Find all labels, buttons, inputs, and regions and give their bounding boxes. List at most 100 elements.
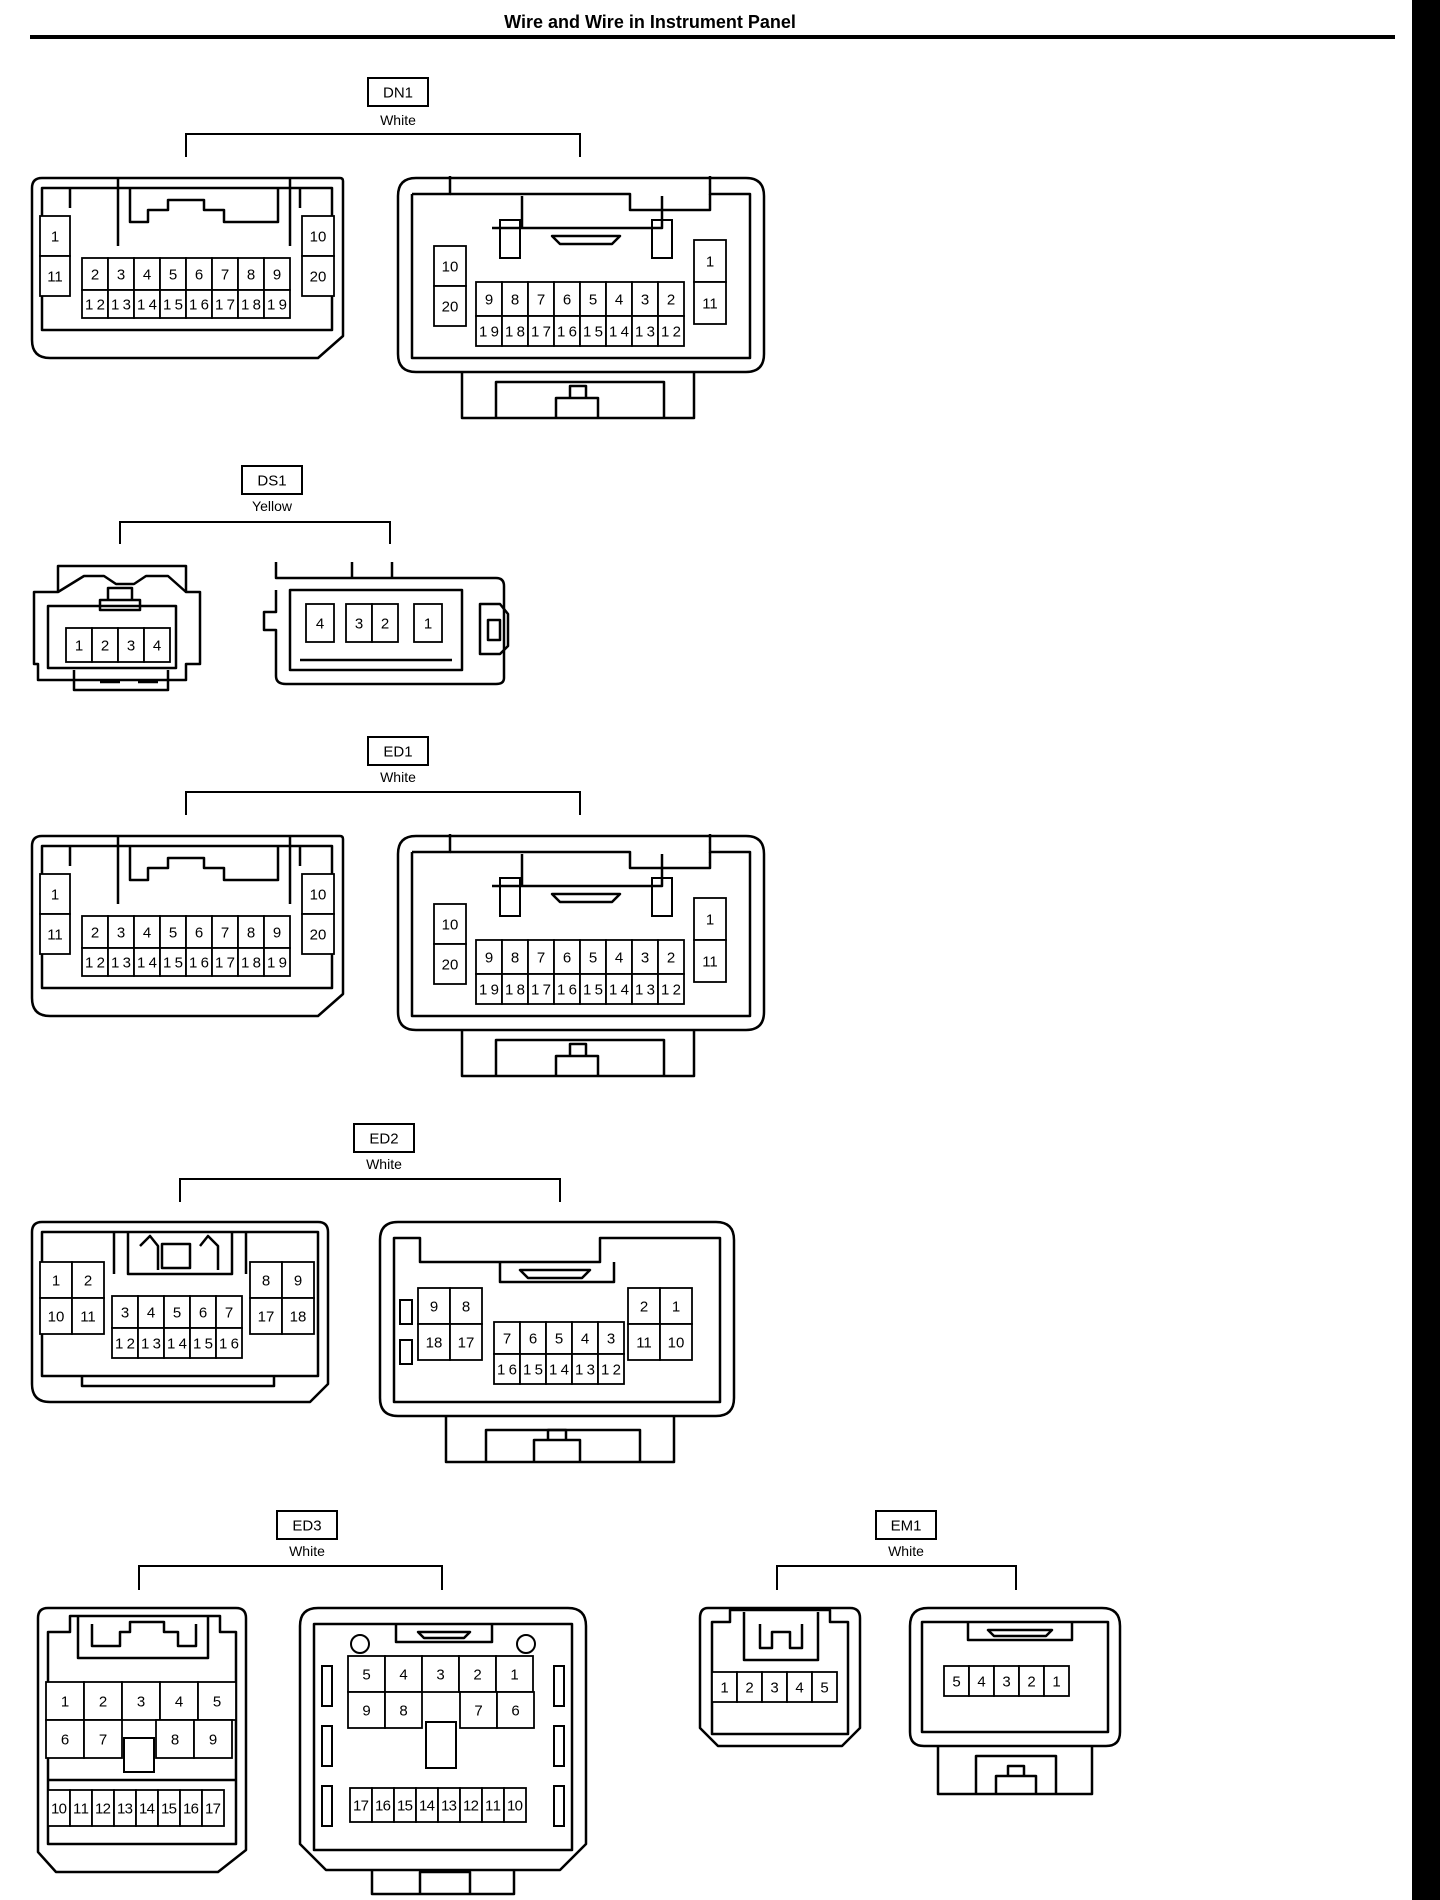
pin-number: 20: [442, 299, 459, 316]
pin-number: 17: [258, 1309, 275, 1326]
pin-number: 8: [399, 1703, 407, 1720]
pin-cavity: [111, 1295, 139, 1329]
pin-number: 12: [95, 1801, 111, 1818]
pin-number: 6: [563, 292, 571, 309]
pin-number: 10: [442, 917, 459, 934]
pin-cavity: [83, 1681, 123, 1721]
pin-cavity: [657, 973, 685, 1005]
pin-number: 11: [485, 1798, 501, 1815]
pin-cavity: [579, 939, 607, 975]
pin-number: 3: [117, 925, 125, 942]
connector-ED3-right-housing: [298, 1606, 588, 1896]
pin-cavity: [91, 627, 119, 663]
pin-cavity: [263, 947, 291, 977]
pin-number: 1: [51, 887, 59, 904]
pin-cavity: [527, 281, 555, 317]
pin-number: 8: [247, 267, 255, 284]
pin-cavity: [81, 289, 109, 319]
pin-number: 2: [84, 1273, 92, 1290]
pin-number: 5: [589, 292, 597, 309]
pin-cavity: [159, 289, 187, 319]
pin-cavity: [597, 1353, 625, 1385]
pin-number: 9: [273, 925, 281, 942]
pin-number: 13: [117, 1801, 133, 1818]
pin-number: 1: [510, 1667, 518, 1684]
pin-cavity: [301, 255, 335, 297]
connector-color: Yellow: [252, 498, 293, 514]
pin-number: 2: [473, 1667, 481, 1684]
connector-ED1-label: ED1 White: [185, 736, 581, 815]
pin-cavity: [527, 315, 555, 347]
pin-number: 11: [702, 954, 718, 971]
pin-cavity: [519, 1353, 547, 1385]
pin-number: 1: [424, 616, 432, 633]
connector-DS1-label: DS1 Yellow: [119, 465, 391, 544]
pin-cavity: [1043, 1665, 1070, 1697]
pin-number: 10: [442, 259, 459, 276]
pin-cavity: [433, 903, 467, 945]
pin-cavity: [605, 281, 633, 317]
pin-cavity: [459, 1691, 498, 1729]
pin-cavity: [249, 1261, 283, 1299]
connector-ED2-right-housing: [378, 1220, 736, 1464]
pin-cavity: [281, 1297, 315, 1335]
pin-number: 10: [51, 1801, 67, 1818]
pin-number: 12: [463, 1798, 479, 1815]
pin-number: 5: [820, 1680, 828, 1697]
pin-cavity: [371, 603, 399, 643]
pin-cavity: [211, 289, 239, 319]
connector-ED2-left-housing: [30, 1220, 330, 1404]
pin-number: 8: [247, 925, 255, 942]
connector-EM1-label: EM1 White: [776, 1510, 1017, 1590]
pin-number: 10: [507, 1798, 523, 1815]
pin-number: 5: [362, 1667, 370, 1684]
pin-cavity: [736, 1671, 763, 1703]
pin-number: 11: [73, 1801, 89, 1818]
connector-ED2-label: ED2 White: [179, 1123, 561, 1202]
pin-number: 5: [555, 1331, 563, 1348]
pin-cavity: [263, 289, 291, 319]
pin-number: 18: [426, 1335, 443, 1352]
pin-number: 2: [640, 1299, 648, 1316]
pin-cavity: [384, 1655, 423, 1693]
pin-number: 4: [615, 950, 623, 967]
pin-number: 15: [161, 1801, 177, 1818]
pin-number: 2: [381, 616, 389, 633]
pin-number: 8: [262, 1273, 270, 1290]
pin-number: 1: [706, 254, 714, 271]
pin-cavity: [215, 1327, 243, 1359]
pin-number: 11: [702, 296, 718, 313]
pin-cavity: [693, 897, 727, 941]
connector-color: White: [380, 769, 416, 785]
pin-number: 11: [80, 1309, 96, 1326]
pin-number: 5: [169, 925, 177, 942]
pin-number: 2: [101, 638, 109, 655]
pin-number: 1: [75, 638, 83, 655]
pin-cavity: [347, 1655, 386, 1693]
pin-number: 2: [91, 925, 99, 942]
pin-number: 17: [353, 1798, 369, 1815]
pin-number: 3: [127, 638, 135, 655]
pin-number: 7: [221, 925, 229, 942]
pin-cavity: [347, 1691, 386, 1729]
pin-number: 8: [171, 1732, 179, 1749]
pin-cavity: [39, 913, 71, 955]
pin-number: 7: [503, 1331, 511, 1348]
pin-cavity: [761, 1671, 788, 1703]
pin-number: 6: [511, 1703, 519, 1720]
pin-number: 20: [310, 269, 327, 286]
pin-number: 3: [121, 1305, 129, 1322]
pin-number: 4: [615, 292, 623, 309]
pin-cavity: [693, 939, 727, 983]
pin-cavity: [811, 1671, 838, 1703]
pin-cavity: [193, 1719, 233, 1759]
pin-number: 8: [511, 292, 519, 309]
pin-number: 10: [668, 1335, 685, 1352]
